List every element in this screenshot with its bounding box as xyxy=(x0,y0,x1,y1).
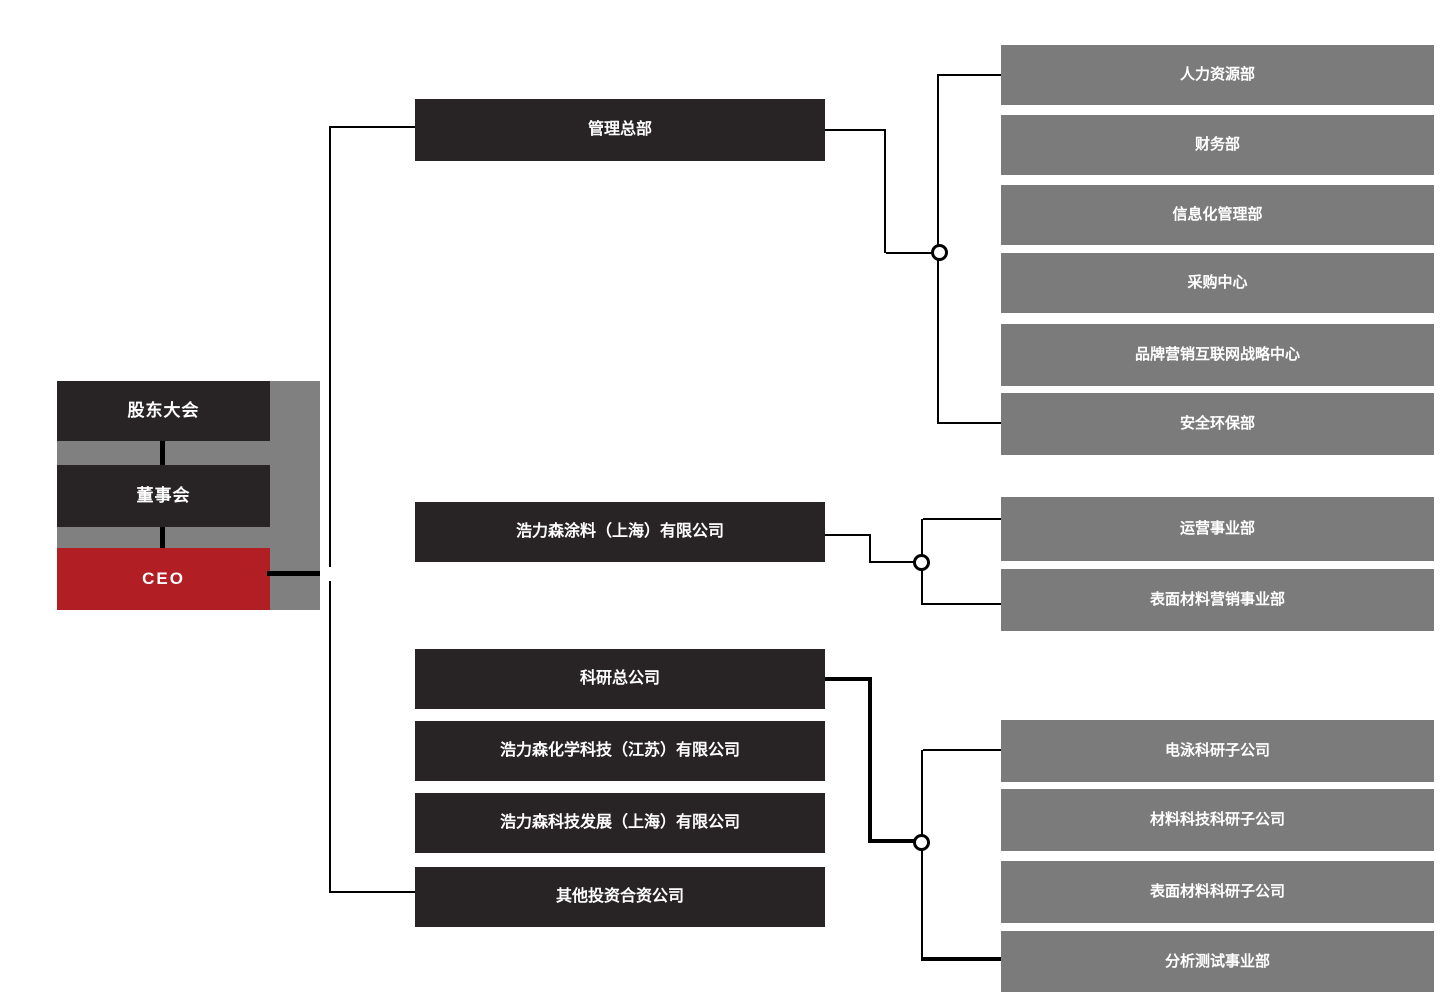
trunk-line-lower xyxy=(329,581,331,893)
g1-elbow-v xyxy=(884,129,886,253)
sub-electrophoresis-research: 电泳科研子公司 xyxy=(1001,720,1434,782)
g2-elbow-h2 xyxy=(871,561,915,563)
dept-finance: 财务部 xyxy=(1001,115,1434,175)
dept-surface-materials-marketing: 表面材料营销事业部 xyxy=(1001,569,1434,631)
node-board-of-directors: 董事会 xyxy=(57,465,270,527)
g3-elbow-h2 xyxy=(872,839,915,843)
dept-it-management: 信息化管理部 xyxy=(1001,185,1434,245)
sub-materials-tech-research: 材料科技科研子公司 xyxy=(1001,789,1434,851)
connector-ceo-trunk xyxy=(267,571,320,576)
g2-elbow-v xyxy=(869,534,871,563)
g1-branch-top xyxy=(939,74,1001,76)
dept-analysis-testing: 分析测试事业部 xyxy=(1001,931,1434,992)
g3-elbow-v xyxy=(868,677,872,843)
dept-human-resources: 人力资源部 xyxy=(1001,45,1434,105)
trunk-branch-top xyxy=(331,126,415,128)
node-shareholders-meeting: 股东大会 xyxy=(57,381,270,441)
trunk-line-upper xyxy=(329,126,331,567)
node-other-joint-ventures: 其他投资合资公司 xyxy=(415,867,825,927)
node-coatings-shanghai: 浩力森涂料（上海）有限公司 xyxy=(415,502,825,562)
g3-junction-circle xyxy=(913,834,930,851)
g1-elbow-h2 xyxy=(886,252,933,254)
g2-branch-bottom xyxy=(923,603,1001,605)
g3-branch-bottom xyxy=(923,957,1001,961)
trunk-branch-bottom xyxy=(331,891,415,893)
dept-safety-environment: 安全环保部 xyxy=(1001,393,1434,455)
dept-brand-marketing-internet-strategy: 品牌营销互联网战略中心 xyxy=(1001,324,1434,386)
node-ceo: CEO xyxy=(57,548,270,610)
node-chemical-jiangsu: 浩力森化学科技（江苏）有限公司 xyxy=(415,721,825,781)
dept-procurement-center: 采购中心 xyxy=(1001,253,1434,313)
node-management-hq: 管理总部 xyxy=(415,99,825,161)
g3-vertical-line xyxy=(921,750,923,961)
g2-elbow-h1 xyxy=(825,534,871,536)
connector-board-ceo xyxy=(160,527,165,548)
g3-elbow-h1 xyxy=(825,677,872,681)
dept-operations-division: 运营事业部 xyxy=(1001,497,1434,561)
sub-surface-materials-research: 表面材料科研子公司 xyxy=(1001,861,1434,923)
g1-junction-circle xyxy=(931,244,948,261)
connector-shareholders-board xyxy=(160,441,165,465)
g2-branch-top xyxy=(923,518,1001,520)
node-tech-dev-shanghai: 浩力森科技发展（上海）有限公司 xyxy=(415,793,825,853)
g2-junction-circle xyxy=(913,554,930,571)
g3-branch-top xyxy=(923,749,1001,751)
node-research-hq: 科研总公司 xyxy=(415,649,825,709)
g1-elbow-h1 xyxy=(825,129,885,131)
g1-branch-bottom xyxy=(939,422,1001,424)
